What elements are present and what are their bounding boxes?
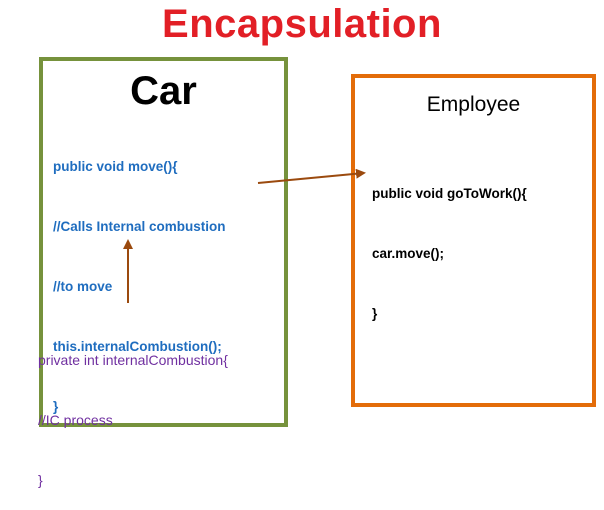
- code-line: public void move(){: [53, 159, 178, 174]
- employee-gotowork-method: public void goToWork(){ car.move(); }: [372, 144, 527, 364]
- page-title: Encapsulation: [162, 2, 442, 46]
- car-class-title: Car: [130, 69, 197, 113]
- code-line: //to move: [53, 279, 113, 294]
- arrows-layer: [123, 168, 366, 303]
- employee-class-box: Employee public void goToWork(){ car.mov…: [351, 74, 596, 407]
- car-class-box: Car public void move(){ //Calls Internal…: [39, 57, 288, 427]
- code-line: //Calls Internal combustion: [53, 219, 226, 234]
- code-line: car.move();: [372, 246, 445, 261]
- code-line: this.internalCombustion();: [53, 339, 222, 354]
- car-private-method: private int internalCombustion{ //IC pro…: [38, 310, 228, 510]
- code-line: //IC process: [38, 412, 113, 428]
- code-line: private int internalCombustion{: [38, 352, 228, 368]
- employee-class-title: Employee: [426, 93, 521, 116]
- code-line: public void goToWork(){: [372, 186, 527, 201]
- code-line: }: [372, 306, 378, 321]
- code-line: }: [53, 399, 59, 414]
- call-arrow: [257, 168, 366, 184]
- car-move-method: public void move(){ //Calls Internal com…: [53, 117, 226, 457]
- code-line: }: [38, 472, 43, 488]
